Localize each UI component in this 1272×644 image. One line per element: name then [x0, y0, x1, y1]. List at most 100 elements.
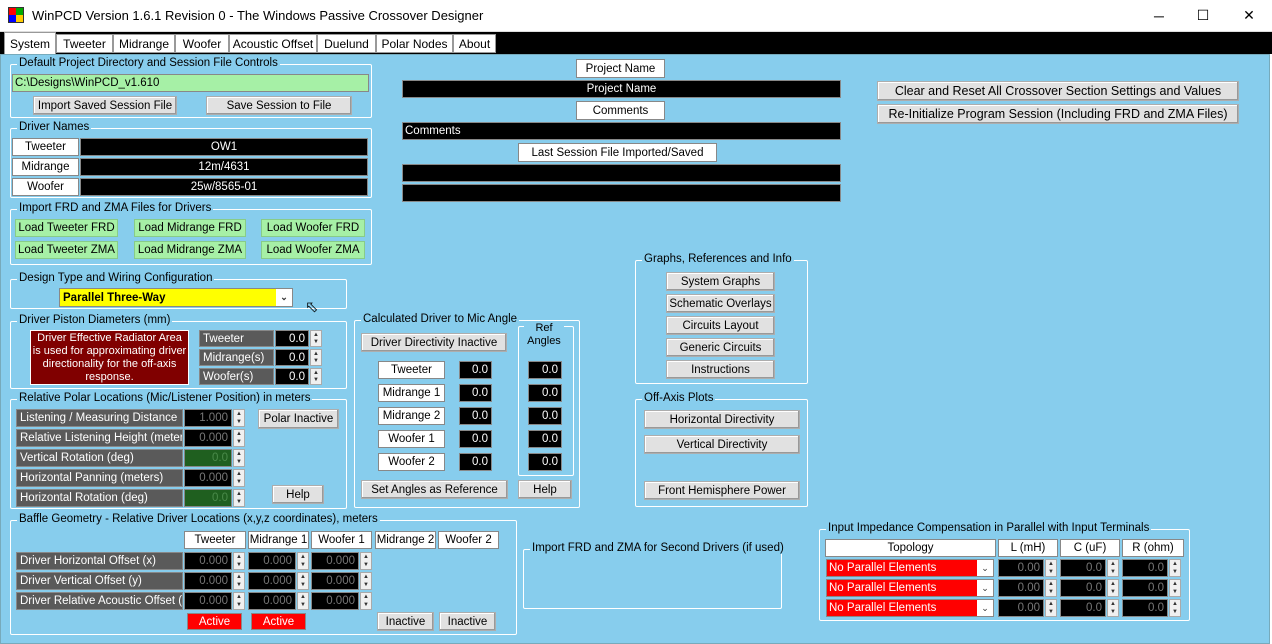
impedance-c-3[interactable]: 0.0 [1060, 599, 1106, 617]
baffle-y-woofer1-spinner[interactable]: ▲▼ [360, 572, 372, 590]
driver-name-tweeter[interactable]: OW1 [80, 138, 368, 156]
front-hemisphere-power-button[interactable]: Front Hemisphere Power [644, 481, 800, 500]
baffle-midrange1-active-button[interactable]: Active [251, 613, 306, 630]
chevron-down-icon[interactable]: ⌄ [977, 600, 993, 616]
minimize-button[interactable]: ─ [1154, 7, 1164, 24]
baffle-z-tweeter[interactable]: 0.000 [184, 592, 232, 610]
tab-polar-nodes[interactable]: Polar Nodes [376, 34, 453, 53]
polar-value-horizontal-rotation[interactable]: 0.0 [184, 489, 232, 507]
polar-spinner-horizontal-panning[interactable]: ▲▼ [233, 469, 245, 487]
load-tweeter-frd-button[interactable]: Load Tweeter FRD [15, 219, 118, 237]
baffle-x-tweeter-spinner[interactable]: ▲▼ [233, 552, 245, 570]
vertical-directivity-button[interactable]: Vertical Directivity [644, 435, 800, 454]
impedance-l-2-spinner[interactable]: ▲▼ [1045, 579, 1057, 597]
reinitialize-button[interactable]: Re-Initialize Program Session (Including… [877, 104, 1239, 124]
polar-value-vertical-rotation[interactable]: 0.0 [184, 449, 232, 467]
baffle-woofer2-inactive-button[interactable]: Inactive [439, 612, 496, 631]
driver-name-midrange[interactable]: 12m/4631 [80, 158, 368, 176]
polar-spinner-horizontal-rotation[interactable]: ▲▼ [233, 489, 245, 507]
generic-circuits-button[interactable]: Generic Circuits [666, 338, 775, 357]
impedance-r-1[interactable]: 0.0 [1122, 559, 1168, 577]
project-directory-path[interactable]: C:\Designs\WinPCD_v1.610 [12, 74, 369, 92]
baffle-y-tweeter-spinner[interactable]: ▲▼ [233, 572, 245, 590]
design-type-select[interactable]: Parallel Three-Way ⌄ [59, 288, 293, 307]
set-angles-reference-button[interactable]: Set Angles as Reference [361, 480, 508, 499]
impedance-c-1-spinner[interactable]: ▲▼ [1107, 559, 1119, 577]
impedance-l-3-spinner[interactable]: ▲▼ [1045, 599, 1057, 617]
impedance-r-1-spinner[interactable]: ▲▼ [1169, 559, 1181, 577]
schematic-overlays-button[interactable]: Schematic Overlays [666, 294, 775, 313]
polar-value-height[interactable]: 0.000 [184, 429, 232, 447]
baffle-midrange2-inactive-button[interactable]: Inactive [377, 612, 434, 631]
tab-system[interactable]: System [4, 32, 56, 54]
impedance-r-2[interactable]: 0.0 [1122, 579, 1168, 597]
impedance-c-1[interactable]: 0.0 [1060, 559, 1106, 577]
polar-value-distance[interactable]: 1.000 [184, 409, 232, 427]
clear-reset-button[interactable]: Clear and Reset All Crossover Section Se… [877, 81, 1239, 101]
polar-spinner-height[interactable]: ▲▼ [233, 429, 245, 447]
piston-value-tweeter[interactable]: 0.0 [275, 330, 309, 347]
impedance-r-3[interactable]: 0.0 [1122, 599, 1168, 617]
baffle-z-midrange1[interactable]: 0.000 [248, 592, 296, 610]
chevron-down-icon[interactable]: ⌄ [977, 560, 993, 576]
tab-duelund[interactable]: Duelund [317, 34, 376, 53]
polar-inactive-button[interactable]: Polar Inactive [258, 409, 339, 429]
impedance-c-3-spinner[interactable]: ▲▼ [1107, 599, 1119, 617]
chevron-down-icon[interactable]: ⌄ [276, 289, 292, 306]
piston-spinner-woofer[interactable]: ▲▼ [310, 368, 322, 385]
polar-value-horizontal-panning[interactable]: 0.000 [184, 469, 232, 487]
piston-value-midrange[interactable]: 0.0 [275, 349, 309, 366]
mic-angle-help-button[interactable]: Help [518, 480, 572, 499]
system-graphs-button[interactable]: System Graphs [666, 272, 775, 291]
save-session-button[interactable]: Save Session to File [206, 96, 352, 115]
impedance-r-2-spinner[interactable]: ▲▼ [1169, 579, 1181, 597]
baffle-y-midrange1-spinner[interactable]: ▲▼ [297, 572, 309, 590]
baffle-x-midrange1[interactable]: 0.000 [248, 552, 296, 570]
piston-spinner-midrange[interactable]: ▲▼ [310, 349, 322, 366]
baffle-z-tweeter-spinner[interactable]: ▲▼ [233, 592, 245, 610]
baffle-tweeter-active-button[interactable]: Active [187, 613, 242, 630]
horizontal-directivity-button[interactable]: Horizontal Directivity [644, 410, 800, 429]
load-midrange-zma-button[interactable]: Load Midrange ZMA [134, 241, 246, 259]
baffle-y-midrange1[interactable]: 0.000 [248, 572, 296, 590]
baffle-x-woofer1[interactable]: 0.000 [311, 552, 359, 570]
polar-spinner-distance[interactable]: ▲▼ [233, 409, 245, 427]
polar-help-button[interactable]: Help [272, 485, 324, 504]
last-session-field-2[interactable] [402, 184, 841, 202]
tab-woofer[interactable]: Woofer [175, 34, 229, 53]
last-session-field-1[interactable] [402, 164, 841, 182]
polar-spinner-vertical-rotation[interactable]: ▲▼ [233, 449, 245, 467]
comments-field[interactable]: Comments [402, 122, 841, 140]
load-midrange-frd-button[interactable]: Load Midrange FRD [134, 219, 246, 237]
tab-about[interactable]: About [453, 34, 496, 53]
instructions-button[interactable]: Instructions [666, 360, 775, 379]
baffle-z-woofer1[interactable]: 0.000 [311, 592, 359, 610]
load-tweeter-zma-button[interactable]: Load Tweeter ZMA [15, 241, 118, 259]
piston-spinner-tweeter[interactable]: ▲▼ [310, 330, 322, 347]
driver-name-woofer[interactable]: 25w/8565-01 [80, 178, 368, 196]
load-woofer-frd-button[interactable]: Load Woofer FRD [261, 219, 365, 237]
baffle-y-tweeter[interactable]: 0.000 [184, 572, 232, 590]
piston-value-woofer[interactable]: 0.0 [275, 368, 309, 385]
impedance-l-1-spinner[interactable]: ▲▼ [1045, 559, 1057, 577]
maximize-button[interactable]: ☐ [1196, 7, 1210, 23]
impedance-topology-select-2[interactable]: No Parallel Elements ⌄ [826, 579, 994, 597]
tab-acoustic-offset[interactable]: Acoustic Offset [229, 34, 317, 53]
driver-directivity-button[interactable]: Driver Directivity Inactive [361, 333, 507, 352]
tab-midrange[interactable]: Midrange [113, 34, 175, 53]
impedance-l-1[interactable]: 0.00 [998, 559, 1044, 577]
impedance-r-3-spinner[interactable]: ▲▼ [1169, 599, 1181, 617]
impedance-l-3[interactable]: 0.00 [998, 599, 1044, 617]
baffle-x-midrange1-spinner[interactable]: ▲▼ [297, 552, 309, 570]
impedance-l-2[interactable]: 0.00 [998, 579, 1044, 597]
baffle-z-midrange1-spinner[interactable]: ▲▼ [297, 592, 309, 610]
project-name-field[interactable]: Project Name [402, 80, 841, 98]
impedance-c-2[interactable]: 0.0 [1060, 579, 1106, 597]
baffle-z-woofer1-spinner[interactable]: ▲▼ [360, 592, 372, 610]
impedance-topology-select-1[interactable]: No Parallel Elements ⌄ [826, 559, 994, 577]
chevron-down-icon[interactable]: ⌄ [977, 580, 993, 596]
tab-tweeter[interactable]: Tweeter [56, 34, 113, 53]
impedance-topology-select-3[interactable]: No Parallel Elements ⌄ [826, 599, 994, 617]
baffle-y-woofer1[interactable]: 0.000 [311, 572, 359, 590]
baffle-x-woofer1-spinner[interactable]: ▲▼ [360, 552, 372, 570]
